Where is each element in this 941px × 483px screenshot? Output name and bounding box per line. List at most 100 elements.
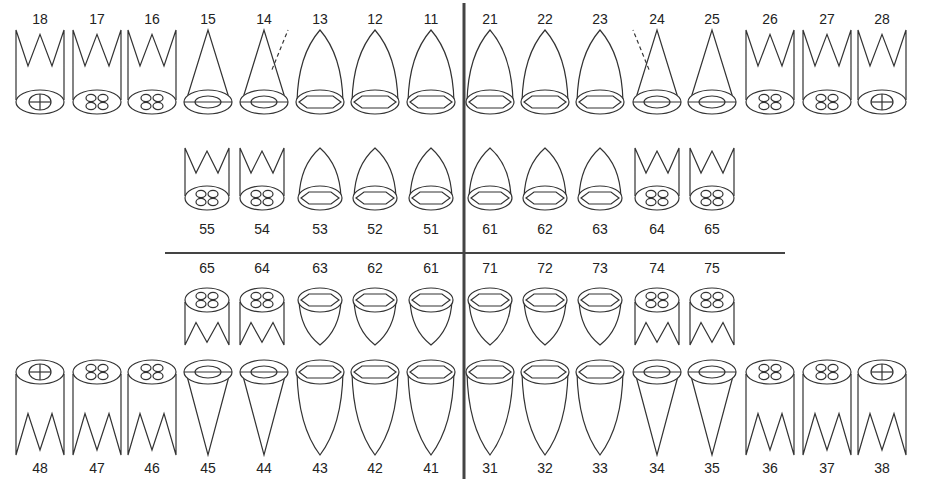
tooth-symbol [409,288,453,345]
tooth-symbol [468,288,512,345]
tooth-symbol [633,30,681,114]
tooth-number: 75 [704,261,720,275]
tooth-symbol [298,288,342,345]
tooth-number: 34 [649,461,665,475]
tooth-number: 33 [592,461,608,475]
tooth-number: 64 [649,222,665,236]
tooth-number: 28 [874,12,890,26]
tooth-symbol [240,148,284,210]
tooth-number: 63 [312,261,328,275]
tooth-symbol [128,360,176,455]
tooth-symbol [578,288,622,345]
tooth-number: 53 [312,222,328,236]
tooth-symbol [635,148,679,210]
tooth-number: 65 [199,261,215,275]
tooth-number: 45 [200,461,216,475]
tooth-number: 61 [423,261,439,275]
tooth-symbol [578,148,622,210]
tooth-symbol [353,288,397,345]
tooth-number: 16 [144,12,160,26]
tooth-symbol [407,30,455,114]
tooth-symbol [240,360,288,455]
tooth-symbol [690,148,734,210]
tooth-number: 64 [254,261,270,275]
tooth-number: 55 [199,222,215,236]
tooth-number: 36 [762,461,778,475]
tooth-symbol [351,30,399,114]
tooth-symbol [468,148,512,210]
tooth-symbol [185,288,229,345]
tooth-symbol [858,360,906,455]
tooth-number: 24 [649,12,665,26]
tooth-symbol [521,30,569,114]
tooth-number: 18 [32,12,48,26]
tooth-symbol [73,360,121,455]
tooth-number: 54 [254,222,270,236]
tooth-number: 13 [312,12,328,26]
tooth-number: 43 [312,461,328,475]
tooth-symbol [635,288,679,345]
tooth-symbol [688,30,736,114]
tooth-number: 44 [256,461,272,475]
tooth-number: 74 [649,261,665,275]
tooth-number: 27 [819,12,835,26]
tooth-symbol [803,30,851,114]
tooth-number: 15 [200,12,216,26]
tooth-symbol [746,360,794,455]
tooth-symbol [351,360,399,455]
tooth-number: 31 [482,461,498,475]
tooth-symbol [576,30,624,114]
tooth-number: 23 [592,12,608,26]
tooth-number: 51 [423,222,439,236]
tooth-number: 61 [482,222,498,236]
tooth-symbol [240,30,288,114]
tooth-number: 11 [424,12,439,26]
tooth-number: 62 [367,261,383,275]
tooth-number: 22 [537,12,553,26]
tooth-symbol [803,360,851,455]
tooth-symbol [521,360,569,455]
tooth-number: 46 [144,461,160,475]
tooth-number: 71 [482,261,498,275]
tooth-symbol [184,360,232,455]
tooth-number: 17 [89,12,105,26]
tooth-symbol [16,30,64,114]
tooth-number: 73 [592,261,608,275]
tooth-number: 48 [32,461,48,475]
tooth-number: 38 [874,461,890,475]
arch-divider [165,252,785,254]
tooth-symbol [466,360,514,455]
tooth-number: 32 [537,461,553,475]
tooth-symbol [858,30,906,114]
tooth-number: 62 [537,222,553,236]
tooth-number: 63 [592,222,608,236]
tooth-number: 47 [89,461,105,475]
tooth-symbol [466,30,514,114]
tooth-number: 14 [256,12,272,26]
tooth-symbol [633,360,681,455]
tooth-symbol [523,288,567,345]
tooth-number: 65 [704,222,720,236]
tooth-symbol [409,148,453,210]
tooth-symbol [185,148,229,210]
tooth-symbol [523,148,567,210]
tooth-number: 12 [367,12,383,26]
tooth-number: 72 [537,261,553,275]
tooth-number: 42 [367,461,383,475]
tooth-symbol [407,360,455,455]
tooth-symbol [128,30,176,114]
tooth-number: 25 [704,12,720,26]
tooth-number: 26 [762,12,778,26]
tooth-symbol [576,360,624,455]
tooth-symbol [353,148,397,210]
tooth-number: 41 [423,461,439,475]
tooth-symbol [296,30,344,114]
tooth-number: 37 [819,461,835,475]
tooth-number: 35 [704,461,720,475]
tooth-symbol [298,148,342,210]
tooth-symbol [184,30,232,114]
tooth-symbol [688,360,736,455]
tooth-symbol [690,288,734,345]
tooth-number: 52 [367,222,383,236]
